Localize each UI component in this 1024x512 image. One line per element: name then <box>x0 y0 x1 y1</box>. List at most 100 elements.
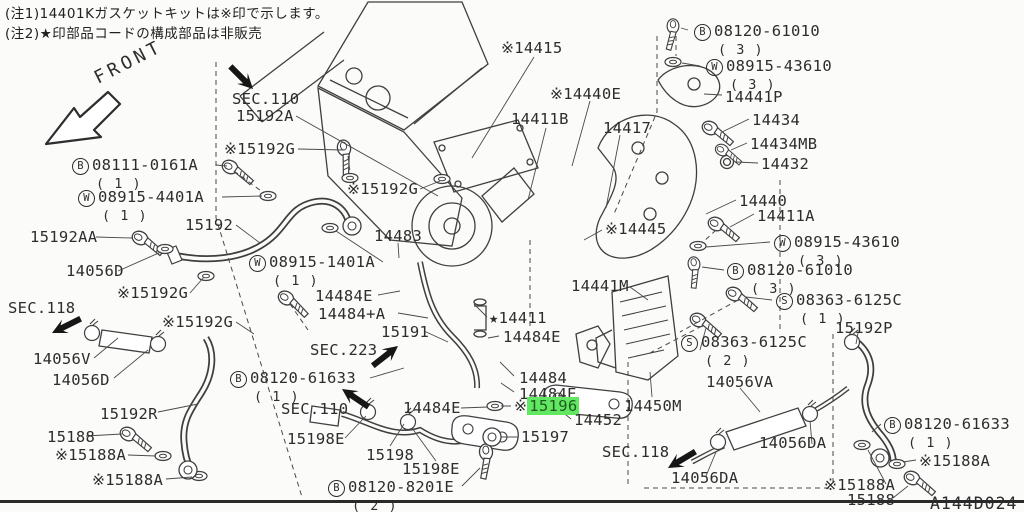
part-number-text: ※15192G <box>347 180 419 198</box>
part-number-text: 15192R <box>100 405 158 423</box>
circled-b-prefix: B <box>328 480 345 497</box>
part-number-text: 15192AA <box>30 228 98 246</box>
part-number-text: ※15188A <box>92 471 164 489</box>
part-number-text: 08120-61010 <box>747 261 853 279</box>
part-label: 14056V <box>33 351 91 367</box>
part-label: ※14415 <box>501 40 562 56</box>
circled-b-prefix: B <box>72 158 89 175</box>
part-number-text: 14484E <box>503 328 561 346</box>
part-quantity: ( 3 ) <box>798 253 844 269</box>
part-label: 14056D <box>52 372 110 388</box>
part-number-text: 14484E <box>315 287 373 305</box>
part-number-text: ※14440E <box>550 85 622 103</box>
part-label: ※15188A <box>55 447 126 463</box>
part-label: 14441M <box>571 278 629 294</box>
part-number-text: 14056DA <box>671 469 739 487</box>
part-label: 15197 <box>521 429 569 445</box>
part-label: 14434MB <box>750 136 817 152</box>
part-label: 14484E <box>403 400 461 416</box>
circled-b-prefix: B <box>884 417 901 434</box>
part-number-text: 14432 <box>761 155 810 173</box>
part-label: ※15188A <box>919 453 990 469</box>
part-label: 14434 <box>752 112 800 128</box>
section-ref: SEC.118 <box>602 444 669 460</box>
part-label-highlighted: ※15196 <box>514 397 580 415</box>
note-kit-mark: (注1)14401Kガスケットキットは※印で示します。 <box>5 6 329 22</box>
part-number-text: ※15192G <box>224 140 296 158</box>
part-number-text: 14484 <box>519 369 568 387</box>
part-label: 15192P <box>835 320 893 336</box>
part-label: 15188 <box>47 429 95 445</box>
part-number-text: ※15188A <box>824 476 896 494</box>
part-number-text: SEC.110 <box>232 90 300 108</box>
part-number-text: 15196 <box>527 397 580 415</box>
circled-w-prefix: W <box>706 59 723 76</box>
part-number-text: 14441M <box>571 277 629 295</box>
part-number-text: 14056VA <box>706 373 774 391</box>
part-label: ※15192G <box>162 314 233 330</box>
part-quantity: ( 3 ) <box>730 77 776 93</box>
header-notes: (注1)14401Kガスケットキットは※印で示します。 (注2)★印部品コードの… <box>5 4 329 44</box>
part-label: 14056DA <box>759 435 826 451</box>
part-label: 14484E <box>315 288 373 304</box>
part-number-text: 14056D <box>66 262 124 280</box>
part-number-text: 08915-43610 <box>794 233 900 251</box>
part-number-text: ※15188A <box>919 452 991 470</box>
part-number-text: 14056DA <box>759 434 827 452</box>
part-quantity: ( 1 ) <box>908 435 954 451</box>
part-quantity: ( 1 ) <box>254 389 300 405</box>
part-quantity: ( 1 ) <box>273 273 319 289</box>
circled-w-prefix: W <box>249 255 266 272</box>
part-number-text: 14434 <box>752 111 801 129</box>
circled-s-prefix: S <box>681 335 698 352</box>
part-label: 14432 <box>761 156 809 172</box>
part-label: 14484E <box>503 329 561 345</box>
part-label: 14440 <box>739 193 787 209</box>
part-quantity: ( 2 ) <box>705 353 751 369</box>
note-non-sale: (注2)★印部品コードの構成部品は非販売 <box>5 26 263 42</box>
kit-mark-symbol: ※ <box>514 397 528 415</box>
part-number-text: 15188 <box>47 428 96 446</box>
part-number-text: 08915-1401A <box>269 253 375 271</box>
leader-lines <box>85 27 917 499</box>
part-label: 14452 <box>574 412 622 428</box>
circled-b-prefix: B <box>694 24 711 41</box>
part-label: ※15192G <box>117 285 188 301</box>
circled-s-prefix: S <box>776 293 793 310</box>
part-label: 15192R <box>100 406 158 422</box>
part-label: ※14445 <box>605 221 666 237</box>
part-number-text: 08120-61010 <box>714 22 820 40</box>
part-number-text: 15192P <box>835 319 893 337</box>
part-number-text: 08363-6125C <box>796 291 902 309</box>
part-label: 14056DA <box>671 470 738 486</box>
diagram-code: A144D024 <box>930 494 1018 512</box>
part-number-text: 14056D <box>52 371 110 389</box>
part-quantity: ( 1 ) <box>96 176 142 192</box>
part-number-text: 15198E <box>287 430 345 448</box>
part-label: 14056VA <box>706 374 773 390</box>
part-number-text: 15192A <box>236 107 294 125</box>
circled-w-prefix: W <box>774 235 791 252</box>
part-number-text: 14450M <box>624 397 682 415</box>
part-label: 14484+A <box>318 306 385 322</box>
part-number-text: 14440 <box>739 192 788 210</box>
part-number-text: 14452 <box>574 411 623 429</box>
part-number-text: SEC.223 <box>310 341 378 359</box>
part-label: 14483 <box>374 228 422 244</box>
part-number-text: 08120-61633 <box>904 415 1010 433</box>
circled-b-prefix: B <box>230 371 247 388</box>
part-label: 14441P <box>725 89 783 105</box>
part-number-text: 15198E <box>402 460 460 478</box>
part-label: 15192AA <box>30 229 97 245</box>
part-label: 14450M <box>624 398 682 414</box>
part-number-text: 08120-61633 <box>250 369 356 387</box>
part-label: 15198E <box>287 431 345 447</box>
